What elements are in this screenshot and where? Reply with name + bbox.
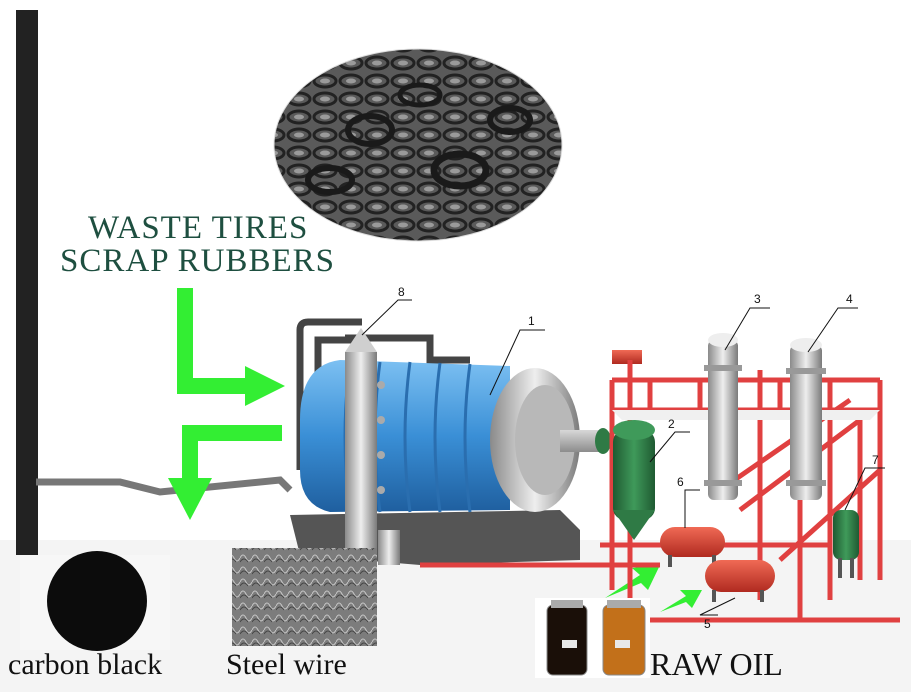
- oil-tank-5: [705, 560, 775, 602]
- separator-column-8: [345, 328, 400, 565]
- input-label-scrap-rubbers: SCRAP RUBBERS: [60, 243, 335, 279]
- chimney: [16, 10, 38, 555]
- product-label-steel-wire: Steel wire: [226, 648, 347, 681]
- flow-arrow-icon: [660, 590, 702, 612]
- callout-numbers: 1 2 3 4 5 6 7 8: [398, 285, 879, 631]
- callout-8: 8: [398, 285, 405, 299]
- callout-leaders: [361, 299, 885, 616]
- waste-tires-image: [273, 48, 563, 242]
- callout-4: 4: [846, 292, 853, 306]
- oil-tank-6: [660, 527, 725, 567]
- product-label-carbon-black: carbon black: [8, 648, 163, 681]
- condenser-3: [704, 333, 742, 500]
- flow-arrow-icon: [168, 288, 285, 520]
- callout-6: 6: [677, 475, 684, 489]
- gas-tank-7: [833, 510, 859, 578]
- callout-3: 3: [754, 292, 761, 306]
- steel-wire-image: [232, 548, 377, 646]
- platform: [612, 410, 880, 420]
- callout-2: 2: [668, 417, 675, 431]
- callout-5: 5: [704, 617, 711, 631]
- condenser-4: [786, 338, 826, 500]
- input-label-waste-tires: WASTE TIRES: [88, 210, 309, 246]
- carbon-black-image: [20, 551, 170, 651]
- heavy-oil-tank-2: [613, 420, 655, 540]
- flue-pipe: [36, 476, 293, 496]
- raw-oil-image: [535, 598, 650, 678]
- callout-7: 7: [872, 453, 879, 467]
- callout-1: 1: [528, 314, 535, 328]
- product-label-raw-oil: RAW OIL: [650, 646, 783, 682]
